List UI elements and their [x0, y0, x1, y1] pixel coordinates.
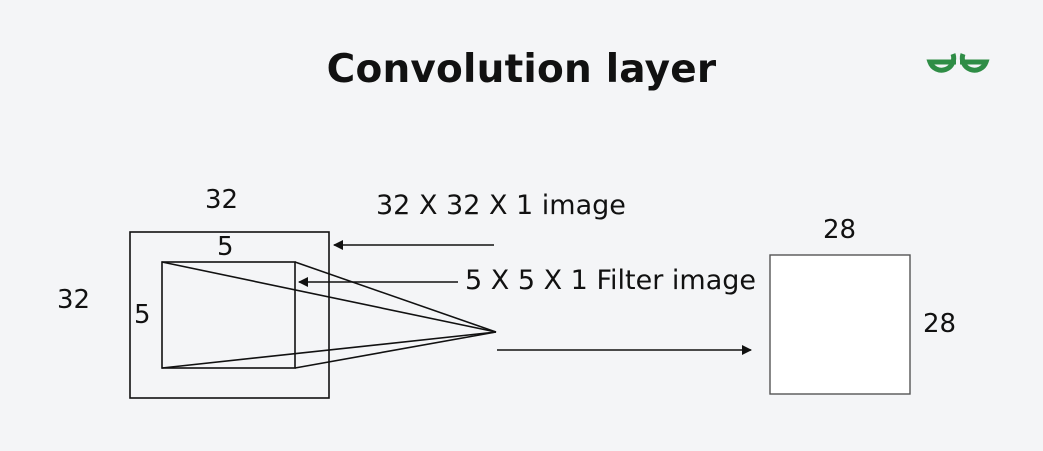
filter-caption: 5 X 5 X 1 Filter image — [465, 265, 756, 296]
input-height-label: 32 — [57, 285, 91, 315]
projection-lines — [161, 261, 497, 369]
geeksforgeeks-logo-icon — [926, 53, 990, 73]
filter-square — [161, 261, 296, 369]
input-width-label: 32 — [205, 185, 239, 215]
input-image-caption: 32 X 32 X 1 image — [376, 190, 626, 221]
filter-width-label: 5 — [217, 232, 234, 262]
output-feature-map-square — [769, 254, 911, 395]
input-image-square — [129, 231, 330, 399]
output-width-label: 28 — [823, 215, 857, 245]
output-height-label: 28 — [923, 309, 957, 339]
filter-height-label: 5 — [134, 300, 151, 330]
page-title: Convolution layer — [326, 47, 717, 92]
